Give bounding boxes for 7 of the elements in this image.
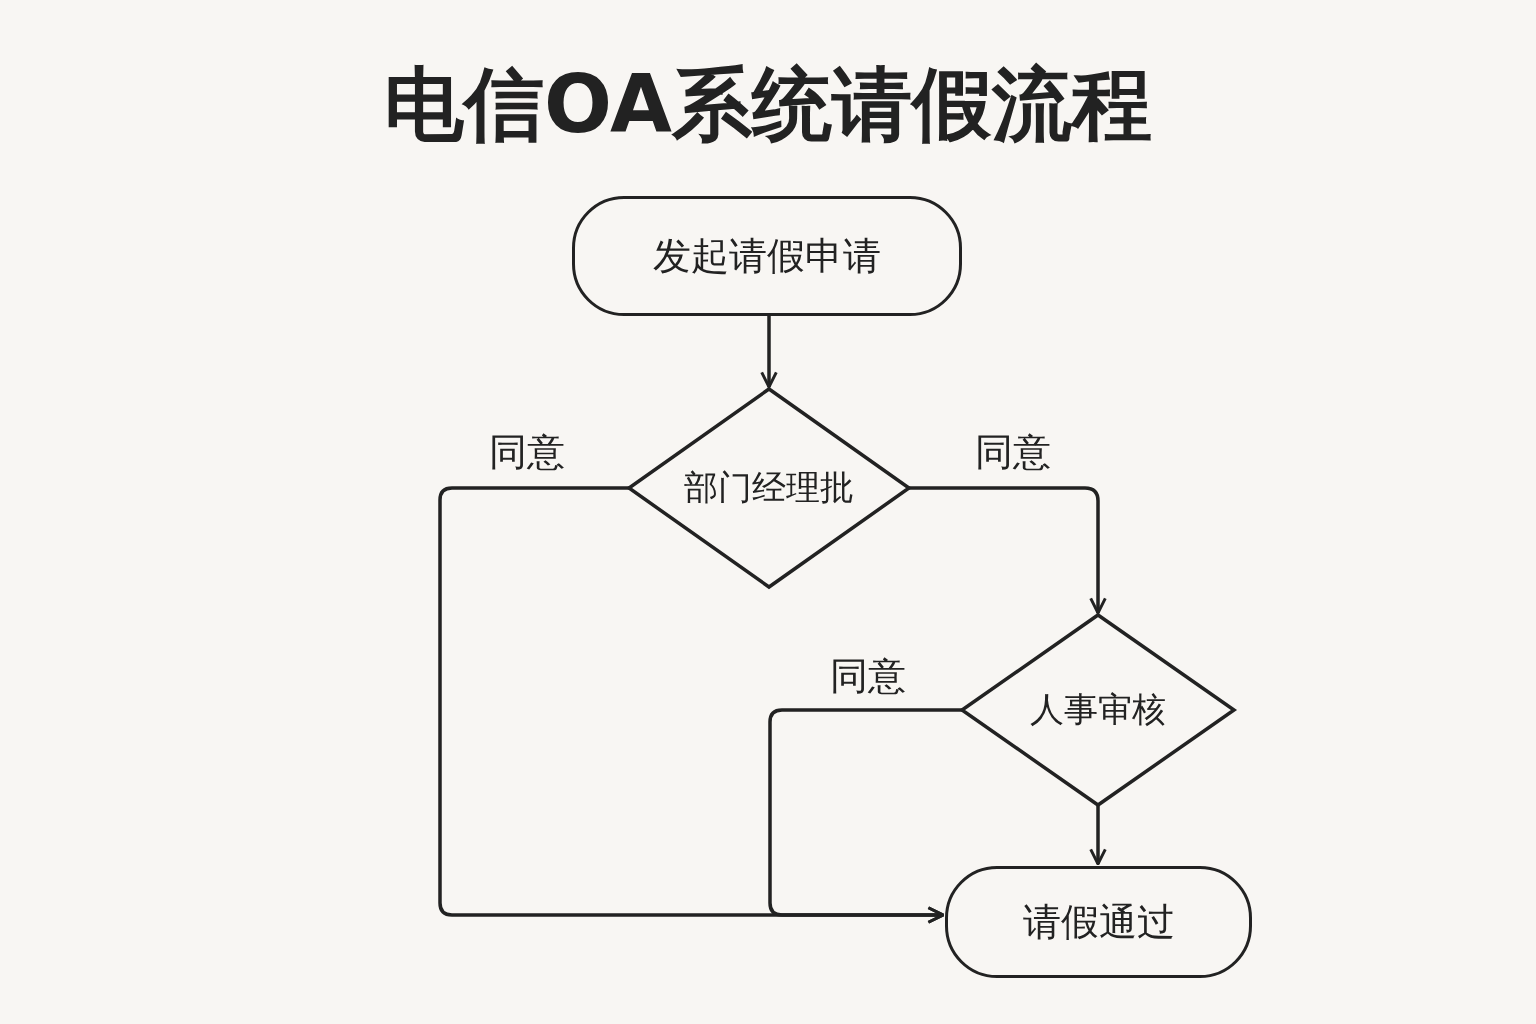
- process-box: 发起请假申请: [572, 196, 962, 316]
- process-box: 请假通过: [945, 866, 1252, 978]
- arrow: [909, 486, 1107, 615]
- arrow: [768, 708, 962, 924]
- arrow: [760, 316, 778, 389]
- title: 电信OA系统请假流程: [383, 57, 1153, 153]
- arrow: [1089, 805, 1107, 866]
